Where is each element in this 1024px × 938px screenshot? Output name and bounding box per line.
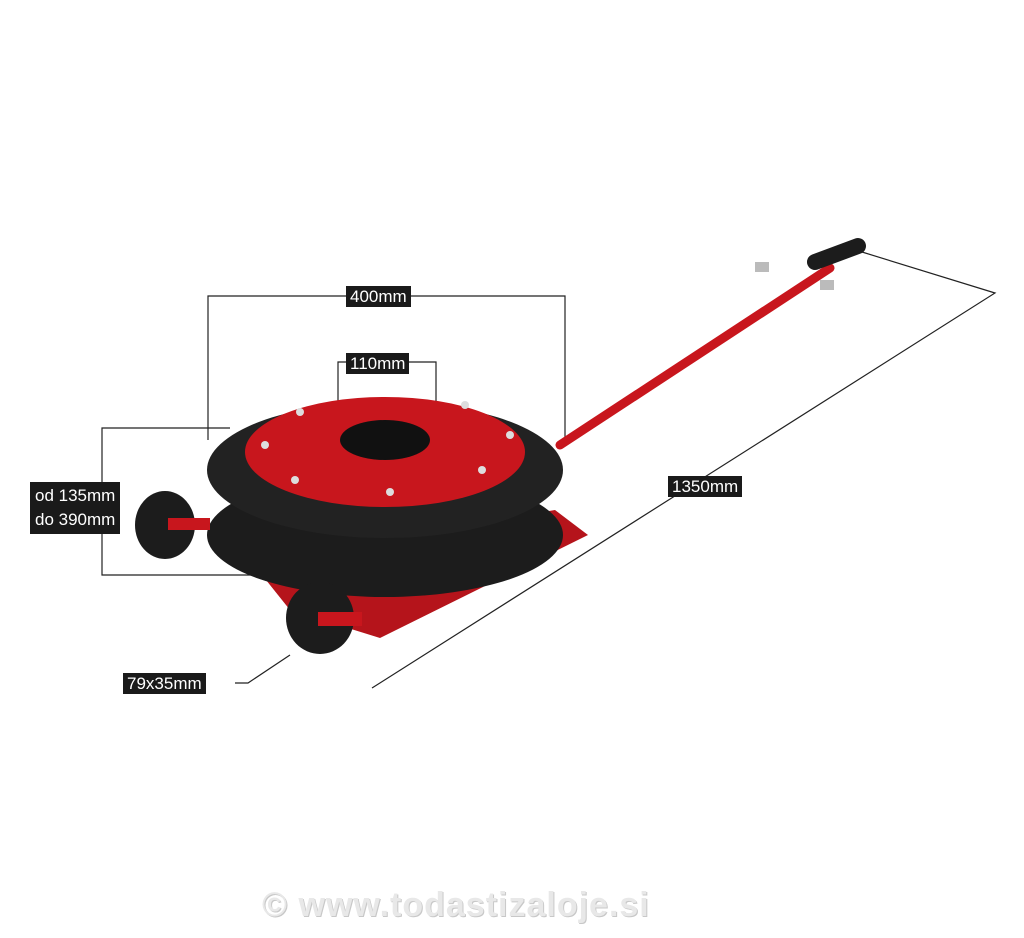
length-label: 1350mm — [668, 476, 743, 497]
handle — [555, 238, 866, 450]
watermark: © www.todastizaloje.si — [262, 886, 650, 924]
pad-diameter-label: 110mm — [346, 353, 410, 374]
height-min: od 135mm — [35, 486, 116, 505]
width-label: 400mm — [346, 286, 411, 307]
bolts — [261, 401, 514, 496]
wheel-size-label: 79x35mm — [123, 673, 206, 694]
wheels — [135, 491, 362, 654]
height-range-label: od 135mm do 390mm — [30, 482, 121, 534]
rubber-pad — [340, 420, 430, 460]
height-max: do 390mm — [35, 510, 116, 529]
